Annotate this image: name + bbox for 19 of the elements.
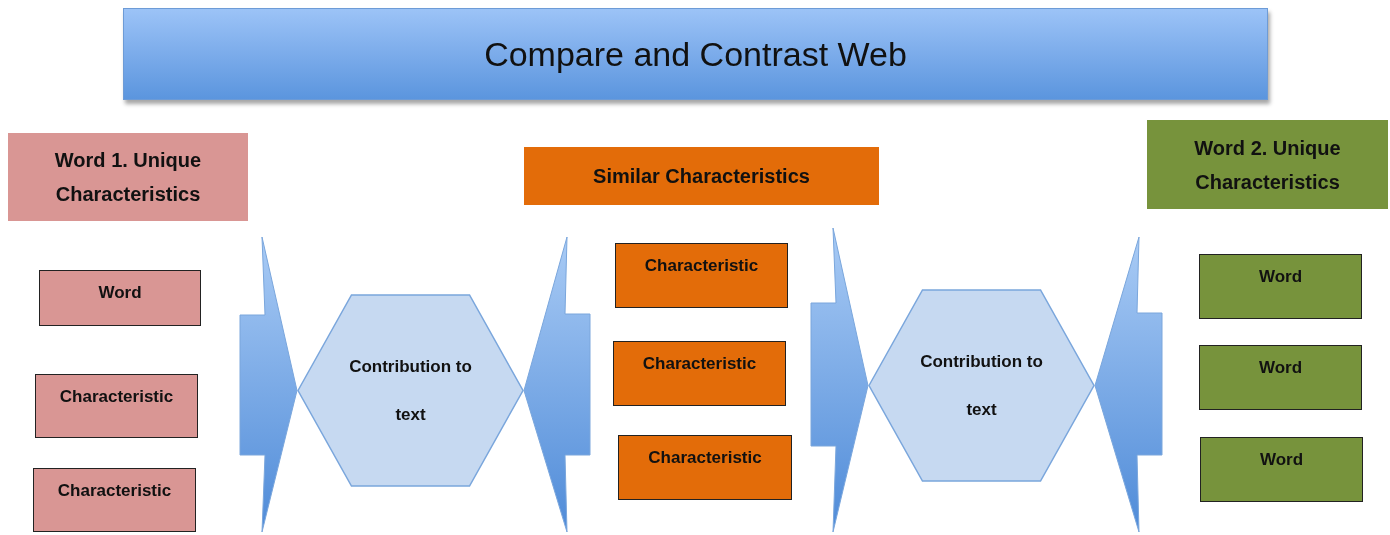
entry-card: Characteristic [33, 468, 196, 532]
node-text: Contribution to text [348, 355, 473, 426]
heading-panel: Word 1. Unique Characteristics [8, 133, 248, 221]
title-banner: Compare and Contrast Web [123, 8, 1268, 100]
entry-card: Word [39, 270, 201, 326]
node-text: Contribution to text [919, 350, 1044, 421]
entry-card: Word [1199, 345, 1362, 410]
heading-panel: Similar Characteristics [524, 147, 879, 205]
block-arrow [810, 227, 869, 533]
entry-card: Characteristic [615, 243, 788, 308]
block-arrow [1094, 236, 1163, 533]
entry-card: Word [1200, 437, 1363, 502]
entry-card: Characteristic [613, 341, 786, 406]
entry-card: Characteristic [618, 435, 792, 500]
block-arrow [523, 236, 591, 533]
entry-card: Characteristic [35, 374, 198, 438]
block-arrow [239, 236, 298, 533]
entry-card: Word [1199, 254, 1362, 319]
heading-panel: Word 2. Unique Characteristics [1147, 120, 1388, 209]
